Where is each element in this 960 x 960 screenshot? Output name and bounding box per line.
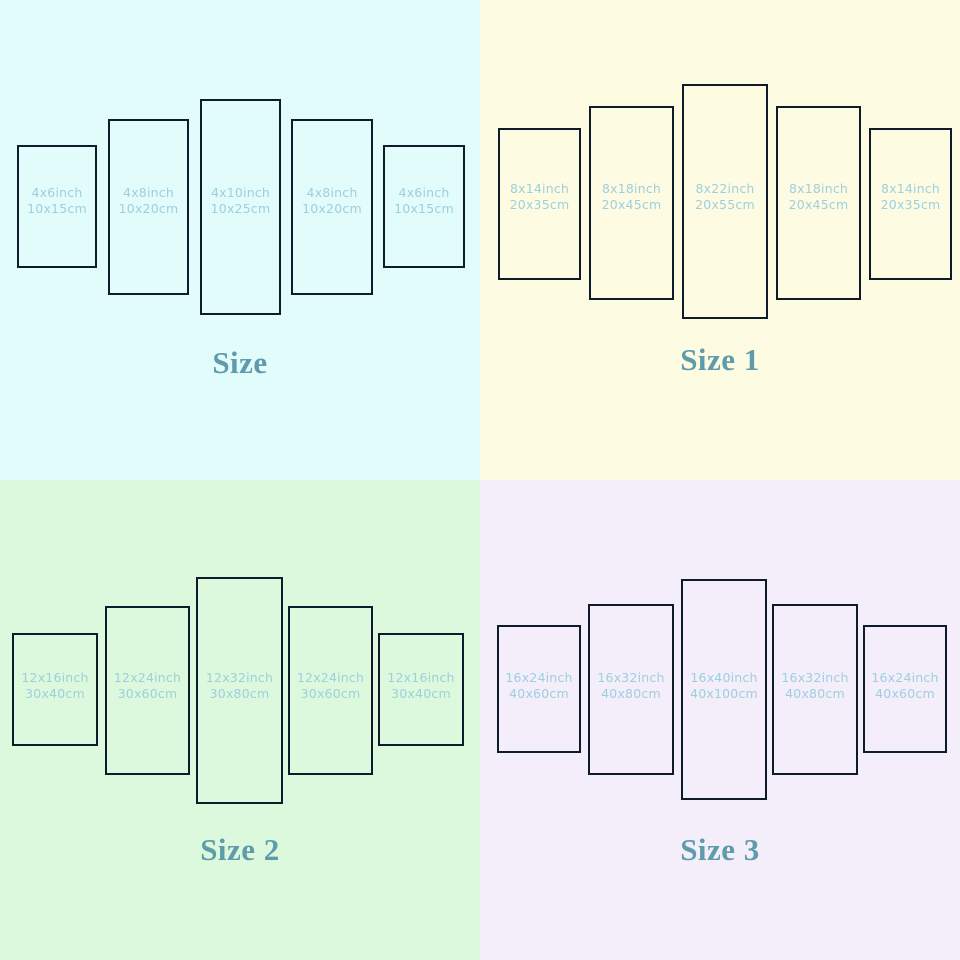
panel-left-inner[interactable] [589,106,674,300]
panel-center[interactable] [200,99,281,315]
panel-right-inner[interactable] [776,106,861,300]
quadrant-title-size-3: Size 3 [680,832,760,867]
panel-left-outer[interactable] [497,625,581,753]
panel-left-outer[interactable] [498,128,581,280]
quadrant-title-size-2: Size 2 [200,832,280,867]
panel-right-inner[interactable] [288,606,373,775]
panel-left-inner[interactable] [108,119,189,295]
panel-right-outer[interactable] [863,625,947,753]
panel-left-outer[interactable] [12,633,98,746]
panel-right-outer[interactable] [869,128,952,280]
panel-right-outer[interactable] [378,633,464,746]
panel-center[interactable] [196,577,283,804]
panel-left-inner[interactable] [588,604,674,775]
quadrant-title-size: Size [212,345,268,380]
panel-right-inner[interactable] [291,119,373,295]
panel-right-outer[interactable] [383,145,465,268]
panel-center[interactable] [681,579,767,800]
panel-center[interactable] [682,84,768,319]
panel-left-outer[interactable] [17,145,97,268]
quadrant-title-size-1: Size 1 [680,342,760,377]
panel-left-inner[interactable] [105,606,190,775]
panel-right-inner[interactable] [772,604,858,775]
